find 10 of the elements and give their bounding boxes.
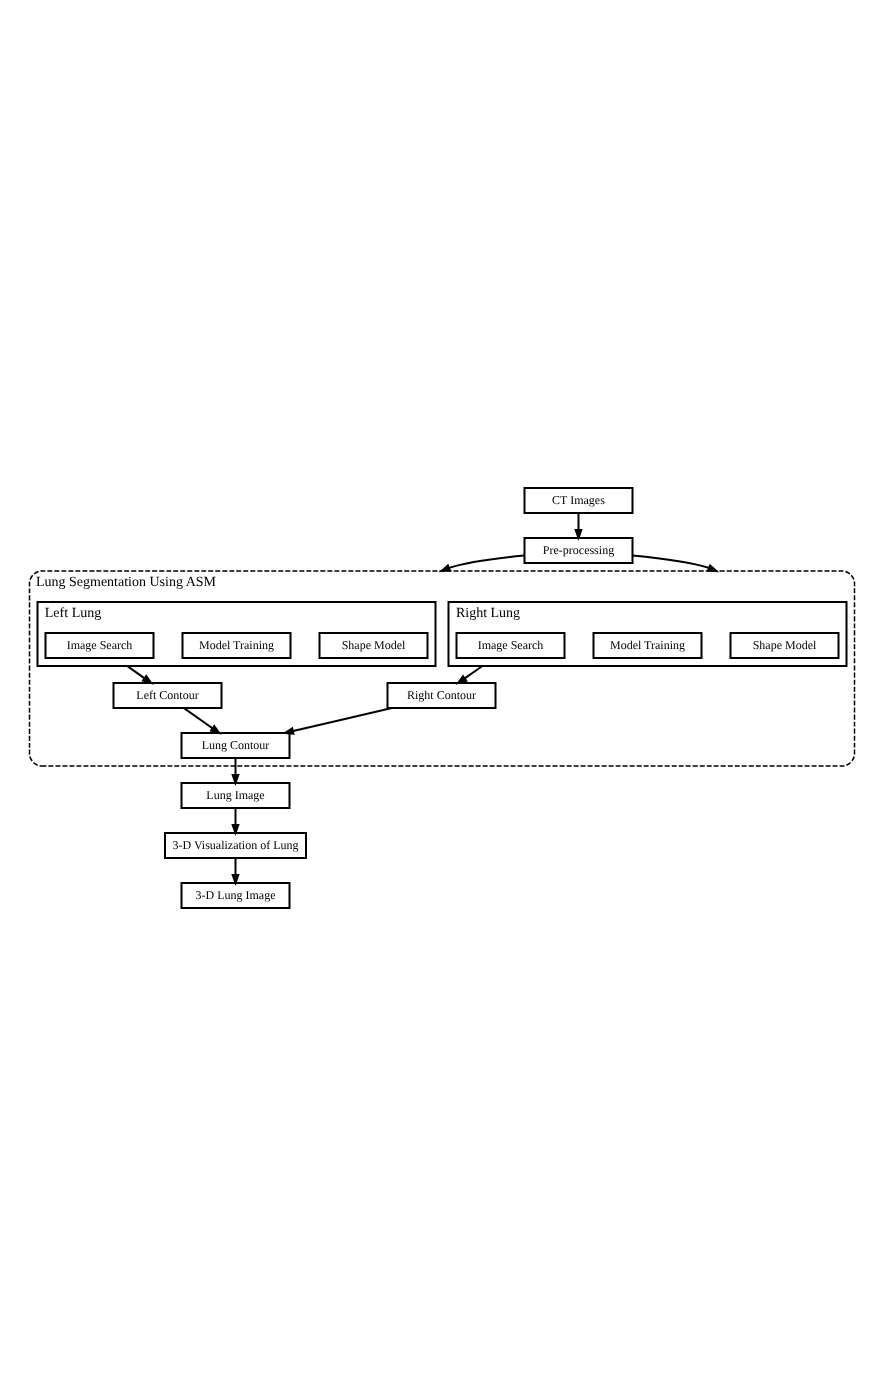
arrow: [182, 707, 222, 735]
arrow: [126, 665, 154, 685]
arrow: [282, 707, 393, 735]
arrow: [231, 807, 240, 836]
arrow: [455, 665, 484, 685]
arrow: [631, 554, 720, 573]
arrow: [231, 757, 240, 786]
arrow: [438, 554, 526, 573]
arrow: [574, 512, 583, 541]
arrow: [231, 857, 240, 886]
